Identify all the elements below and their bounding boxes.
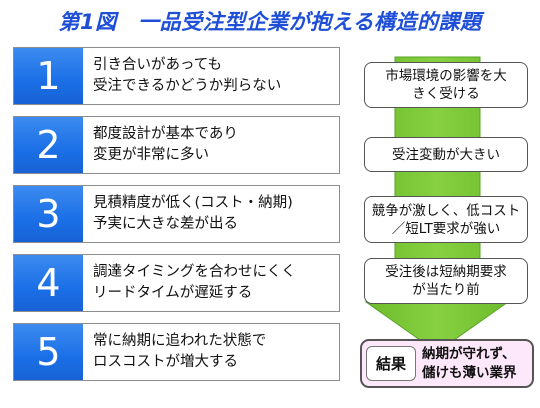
effect-1-line2: きく受ける: [412, 86, 480, 102]
effect-1-line1: 市場環境の影響を大: [385, 68, 507, 84]
issue-text-5: 常に納期に追われた状態で ロスコストが増大する: [93, 324, 335, 380]
issue-text-4: 調達タイミングを合わせにくく リードタイムが遅延する: [93, 255, 335, 311]
issue-row-2: 2 都度設計が基本であり 変更が非常に多い: [13, 116, 340, 174]
issue-5-line1: 常に納期に追われた状態で: [93, 333, 267, 349]
effect-box-1: 市場環境の影響を大 きく受ける: [364, 62, 528, 108]
issue-number-4: 4: [14, 255, 83, 311]
issue-number-5: 5: [14, 324, 83, 380]
issue-row-3: 3 見積精度が低く(コスト・納期) 予実に大きな差が出る: [13, 185, 340, 243]
issue-text-1: 引き合いがあっても 受注できるかどうか判らない: [93, 48, 335, 104]
issue-number-1: 1: [14, 48, 83, 104]
issue-1-line2: 受注できるかどうか判らない: [93, 78, 282, 94]
effect-3-line2: ／短LT要求が強い: [391, 220, 501, 237]
effect-box-3: 競争が激しく、低コスト ／短LT要求が強い: [364, 196, 528, 243]
result-label: 結果: [366, 346, 416, 381]
effect-4-line1: 受注後は短納期要求: [385, 264, 507, 280]
issue-3-line2: 予実に大きな差が出る: [93, 216, 238, 232]
issue-5-line2: ロスコストが増大する: [93, 354, 238, 370]
issue-2-line1: 都度設計が基本であり: [93, 126, 238, 142]
issue-4-line2: リードタイムが遅延する: [93, 285, 253, 301]
result-line2: 儲けも薄い業界: [422, 364, 517, 381]
issue-text-2: 都度設計が基本であり 変更が非常に多い: [93, 117, 335, 173]
issue-2-line2: 変更が非常に多い: [93, 147, 209, 163]
result-box: 結果 納期が守れず、 儲けも薄い業界: [360, 339, 534, 388]
issue-row-4: 4 調達タイミングを合わせにくく リードタイムが遅延する: [13, 254, 340, 312]
issue-4-line1: 調達タイミングを合わせにくく: [93, 264, 296, 280]
effect-2-line1: 受注変動が大きい: [392, 146, 500, 163]
issue-row-5: 5 常に納期に追われた状態で ロスコストが増大する: [13, 323, 340, 381]
issue-3-line1: 見積精度が低く(コスト・納期): [93, 195, 293, 211]
issue-text-3: 見積精度が低く(コスト・納期) 予実に大きな差が出る: [93, 186, 335, 242]
issue-number-3: 3: [14, 186, 83, 242]
issue-number-2: 2: [14, 117, 83, 173]
effect-box-2: 受注変動が大きい: [364, 137, 528, 172]
effect-4-line2: が当たり前: [412, 282, 480, 298]
issue-1-line1: 引き合いがあっても: [93, 57, 223, 73]
issue-row-1: 1 引き合いがあっても 受注できるかどうか判らない: [13, 47, 340, 105]
effect-box-4: 受注後は短納期要求 が当たり前: [364, 258, 528, 304]
effect-3-line1: 競争が激しく、低コスト: [371, 202, 521, 219]
result-line1: 納期が守れず、: [422, 345, 516, 362]
result-text: 納期が守れず、 儲けも薄い業界: [422, 344, 530, 383]
figure-title: 第1図 一品受注型企業が抱える構造的課題: [58, 10, 482, 34]
